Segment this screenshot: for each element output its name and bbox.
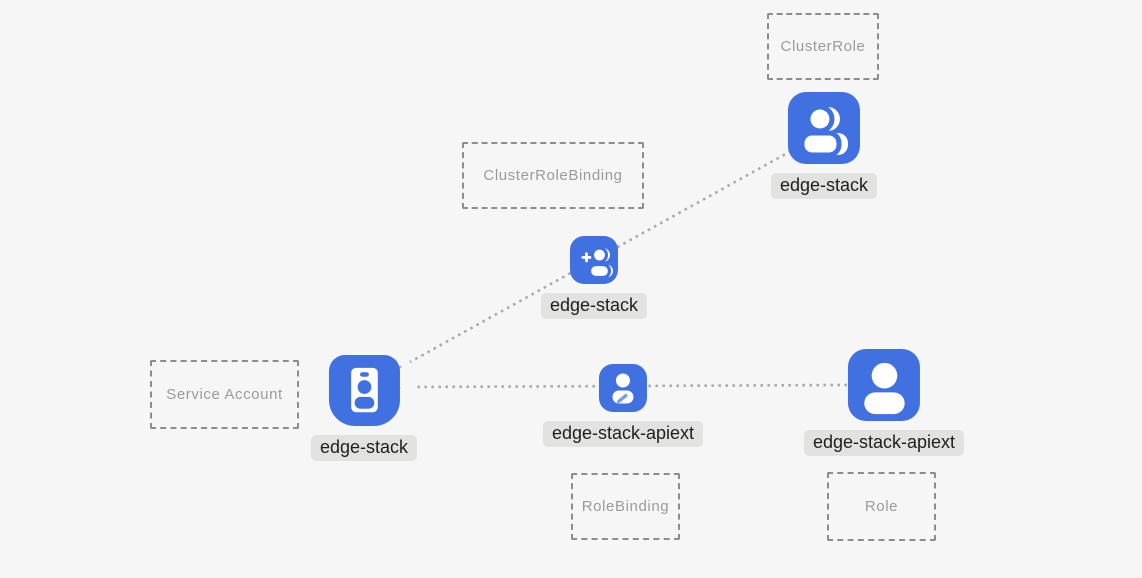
node-label: edge-stack	[770, 173, 878, 199]
node-rolebinding: edge-stack-apiext	[542, 364, 704, 447]
node-label: edge-stack-apiext	[542, 421, 704, 447]
node-clusterrolebinding: edge-stack	[540, 236, 648, 319]
user-plus-icon[interactable]	[570, 236, 618, 284]
type-box-clusterrole: ClusterRole	[767, 13, 879, 80]
type-box-label: ClusterRoleBinding	[483, 167, 623, 184]
id-badge-icon[interactable]	[328, 355, 400, 426]
user-icon[interactable]	[847, 349, 920, 421]
node-label: edge-stack	[310, 435, 418, 461]
type-box-clusterrolebinding: ClusterRoleBinding	[462, 142, 644, 209]
type-box-label: Role	[864, 498, 899, 515]
node-role: edge-stack-apiext	[803, 349, 965, 456]
type-box-rolebinding: RoleBinding	[571, 473, 680, 540]
node-label: edge-stack-apiext	[803, 430, 965, 456]
user-edit-icon[interactable]	[598, 364, 647, 412]
type-box-label: ClusterRole	[780, 38, 866, 55]
users-icon[interactable]	[788, 92, 860, 164]
node-serviceaccount: edge-stack	[310, 355, 418, 461]
type-box-role: Role	[827, 472, 936, 541]
type-box-serviceaccount: Service Account	[150, 360, 299, 429]
node-clusterrole: edge-stack	[770, 92, 878, 199]
type-box-label: RoleBinding	[581, 498, 670, 515]
type-box-label: Service Account	[166, 386, 283, 403]
node-label: edge-stack	[540, 293, 648, 319]
